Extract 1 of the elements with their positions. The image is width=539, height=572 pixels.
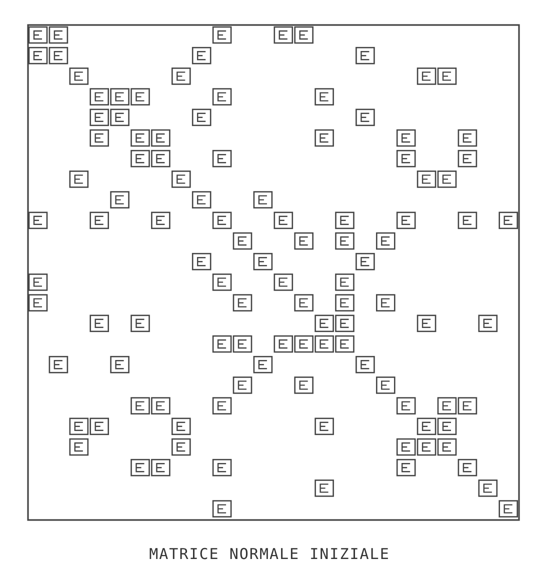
caption: MATRICE NORMALE INIZIALE (148, 545, 391, 563)
